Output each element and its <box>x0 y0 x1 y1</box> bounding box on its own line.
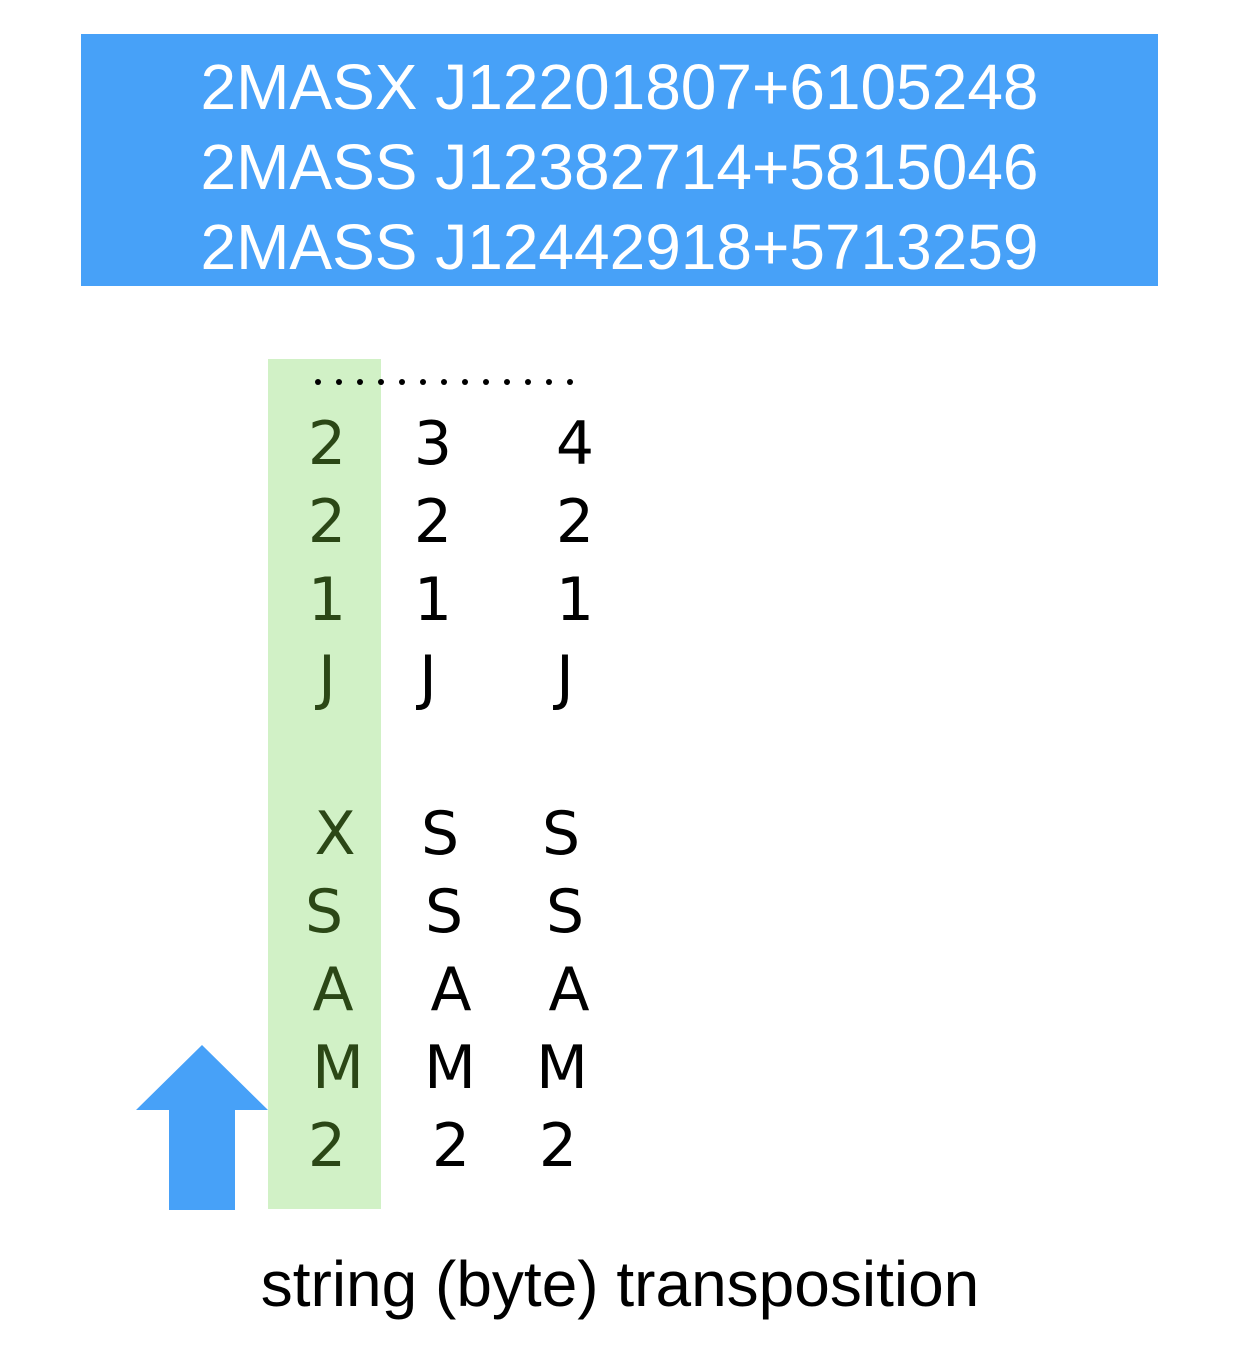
col3-char-9: 2 <box>538 1111 578 1181</box>
source-string-2: 2MASS J12382714+5815046 <box>200 131 1039 203</box>
col3-char-8: M <box>536 1033 588 1103</box>
col2-char-8: M <box>424 1033 476 1103</box>
highlighted-column <box>268 359 381 1209</box>
diagram-caption: string (byte) transposition <box>260 1248 980 1320</box>
up-arrow-icon <box>136 1045 268 1210</box>
col3-char-3: 1 <box>555 565 595 635</box>
col2-char-3: 1 <box>413 565 453 635</box>
col1-char-6: S <box>304 877 344 947</box>
col1-char-1: 2 <box>307 409 347 479</box>
ellipsis-dots-icon <box>315 379 573 385</box>
col3-char-7: A <box>548 955 590 1025</box>
col1-char-8: M <box>312 1033 364 1103</box>
source-strings-box: 2MASX J12201807+6105248 2MASS J12382714+… <box>81 34 1158 286</box>
col2-char-1: 3 <box>413 409 453 479</box>
col3-char-4: J <box>556 643 574 713</box>
col3-char-1: 4 <box>555 409 595 479</box>
source-string-3: 2MASS J12442918+5713259 <box>200 211 1039 283</box>
col3-char-5: S <box>541 799 581 869</box>
col2-char-7: A <box>430 955 472 1025</box>
col2-char-6: S <box>424 877 464 947</box>
col2-char-2: 2 <box>413 487 453 557</box>
col2-char-9: 2 <box>431 1111 471 1181</box>
col3-char-6: S <box>545 877 585 947</box>
col1-char-9: 2 <box>307 1111 347 1181</box>
col1-char-4: J <box>318 643 336 713</box>
col1-char-5: X <box>314 799 356 869</box>
col1-char-7: A <box>312 955 354 1025</box>
col2-char-4: J <box>419 643 437 713</box>
col1-char-3: 1 <box>307 565 347 635</box>
col1-char-2: 2 <box>307 487 347 557</box>
col2-char-5: S <box>420 799 460 869</box>
col3-char-2: 2 <box>555 487 595 557</box>
source-string-1: 2MASX J12201807+6105248 <box>200 51 1039 123</box>
